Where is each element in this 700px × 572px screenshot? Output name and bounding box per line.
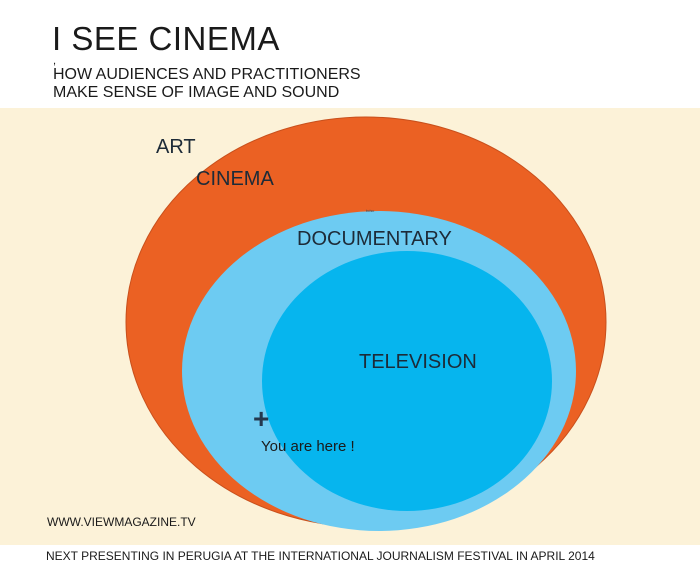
page-title: I SEE CINEMA — [52, 20, 280, 57]
documentary-label: DOCUMENTARY — [297, 228, 452, 250]
page-subtitle: HOW AUDIENCES AND PRACTITIONERS MAKE SEN… — [53, 66, 361, 102]
website-link[interactable]: WWW.VIEWMAGAZINE.TV — [47, 515, 196, 529]
subtitle-line-2: MAKE SENSE OF IMAGE AND SOUND — [53, 84, 340, 101]
art-label: ART — [156, 136, 196, 158]
header: I SEE CINEMA , HOW AUDIENCES AND PRACTIT… — [0, 0, 700, 108]
tiny-label: tv/sc — [366, 208, 375, 213]
you-are-here-marker: + — [253, 403, 270, 434]
cinema-label: CINEMA — [196, 168, 274, 190]
you-are-here-label: You are here ! — [261, 438, 355, 455]
television-label: TELEVISION — [359, 351, 477, 373]
television-ellipse — [262, 251, 552, 511]
footer: NEXT PRESENTING IN PERUGIA AT THE INTERN… — [0, 545, 700, 572]
title-comma: , — [53, 55, 57, 67]
footer-text: NEXT PRESENTING IN PERUGIA AT THE INTERN… — [46, 549, 595, 563]
subtitle-line-1: HOW AUDIENCES AND PRACTITIONERS — [53, 66, 361, 83]
